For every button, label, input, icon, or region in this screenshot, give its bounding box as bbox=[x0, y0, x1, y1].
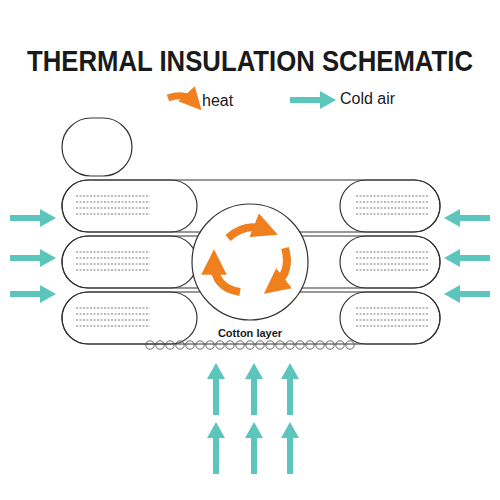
fabric-lines bbox=[76, 196, 428, 326]
layers bbox=[62, 118, 440, 344]
legend-heat-arrow bbox=[168, 96, 194, 102]
diagram-title: THERMAL INSULATION SCHEMATIC bbox=[27, 44, 473, 78]
cold-air-arrows bbox=[10, 91, 490, 474]
body-circle bbox=[192, 204, 308, 320]
legend-label: heat bbox=[202, 92, 233, 110]
heat-arrows bbox=[214, 227, 287, 292]
legend-label: Cold air bbox=[340, 90, 395, 108]
cotton-pattern bbox=[145, 340, 355, 350]
layer-label: Cotton layer bbox=[216, 327, 284, 339]
